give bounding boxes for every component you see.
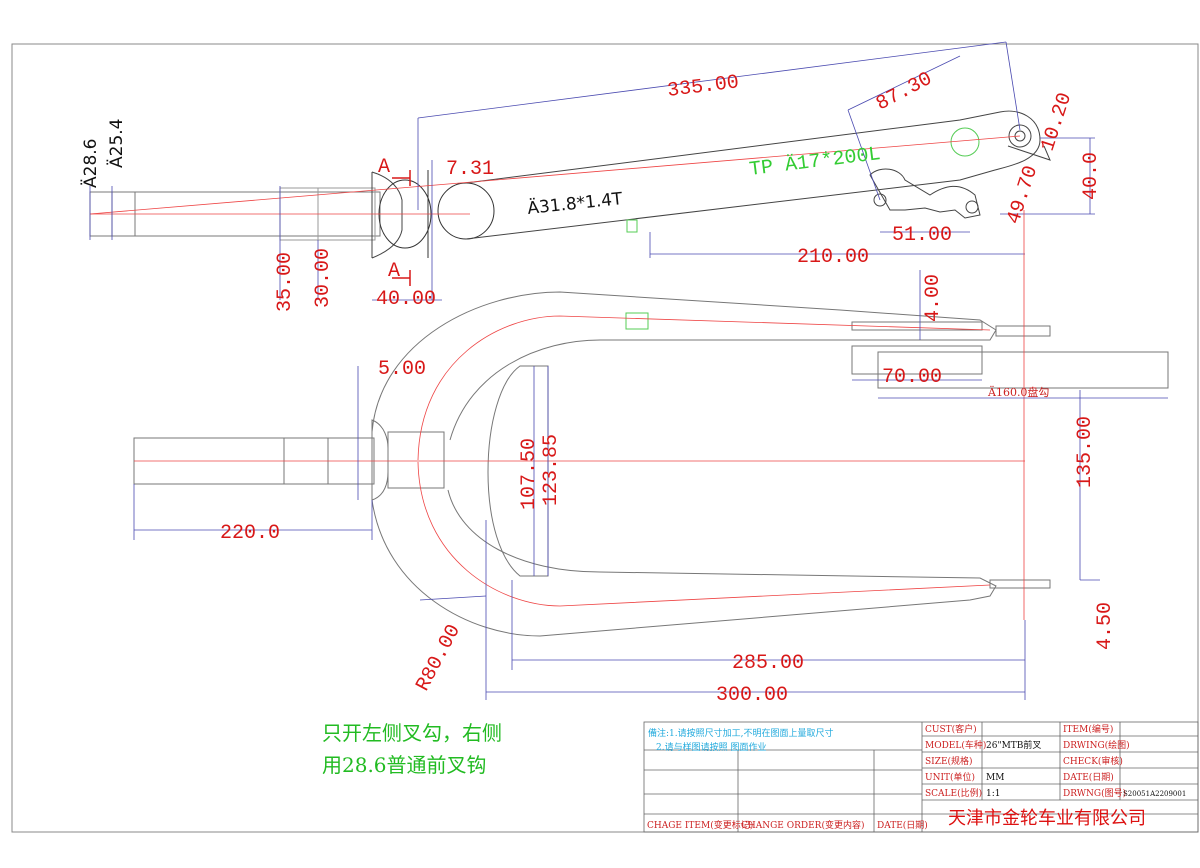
top-dimension-lines: [89, 41, 1095, 301]
bottom-center-lines: [134, 210, 1025, 620]
check-label: CHECK(审核): [1063, 755, 1123, 767]
label-taper-spec: TP Ä17*200L: [748, 143, 882, 182]
model-value: 26"MTB前叉: [986, 739, 1041, 751]
drwing-no-label: DRWNG(图号): [1063, 788, 1126, 799]
dim-210: 210.00: [797, 246, 869, 269]
unit-label: UNIT(单位): [925, 771, 975, 783]
section-markers: [392, 170, 411, 286]
dim-4: 4.00: [922, 274, 945, 322]
dim-70: 70.00: [882, 366, 942, 389]
scale-value: 1:1: [986, 789, 1000, 799]
dim-285: 285.00: [732, 652, 804, 675]
model-label: MODEL(车种): [925, 739, 986, 751]
dim-87-30: 87.30: [872, 68, 936, 116]
drawing-label: DRWING(绘图): [1063, 739, 1130, 751]
remark-line-2: 2.请与样图请按照 图面作业: [656, 741, 766, 753]
scale-label: SCALE(比例): [925, 787, 982, 799]
label-tube-spec: Ä31.8*1.4T: [526, 188, 624, 219]
size-label: SIZE(规格): [925, 755, 973, 767]
label-dia-28-6: Ä28.6: [80, 139, 101, 188]
title-block-grid: [643, 721, 1199, 833]
dim-r80: R80.00: [412, 621, 466, 695]
note-line-1: 只开左侧叉勾，右侧: [322, 721, 502, 745]
dim-10-20: 10.20: [1037, 90, 1077, 154]
dim-51: 51.00: [892, 224, 952, 247]
section-a-top: A: [378, 156, 390, 179]
dim-40-bottom: 40.00: [376, 288, 436, 311]
label-dia-25-4: Ä25.4: [106, 119, 127, 168]
drawing-border: [11, 43, 1199, 833]
dim-220: 220.0: [220, 522, 280, 545]
dim-49-70: 49.70: [1003, 163, 1043, 227]
dim-135: 135.00: [1074, 416, 1097, 488]
bottom-fork-view: [133, 291, 1169, 637]
label-axle-spec: Ä160.0盘勾: [987, 385, 1049, 399]
note-line-2: 用28.6普通前叉钩: [322, 753, 487, 777]
date-label: DATE(日期): [1063, 772, 1114, 783]
unit-value: MM: [986, 773, 1004, 783]
drwing-no-value: S20051A2209001: [1123, 790, 1186, 798]
remark-line-1: 備注:1.请按照尺寸加工,不明在图面上量取尺寸: [648, 727, 833, 739]
dim-7-31: 7.31: [446, 158, 494, 181]
dim-35: 35.00: [274, 252, 297, 312]
bottom-dimension-lines: [133, 270, 1168, 700]
change-order-label: CHANGE ORDER(变更内容): [741, 819, 864, 831]
change-date-label: DATE(日期): [877, 820, 928, 831]
change-item-label: CHAGE ITEM(变更标记): [647, 819, 753, 831]
dim-123-85: 123.85: [540, 434, 563, 506]
dim-335: 335.00: [666, 71, 740, 103]
dim-40-right: 40.0: [1080, 152, 1103, 200]
dim-30: 30.00: [312, 248, 335, 308]
dim-300: 300.00: [716, 684, 788, 707]
section-a-bottom: A: [388, 260, 400, 283]
dim-107-50: 107.50: [518, 438, 541, 510]
dim-5: 5.00: [378, 358, 426, 381]
cust-label: CUST(客户): [925, 723, 977, 735]
item-label: ITEM(编号): [1063, 723, 1113, 735]
company-name: 天津市金轮车业有限公司: [948, 808, 1146, 829]
dim-4-50: 4.50: [1094, 602, 1117, 650]
